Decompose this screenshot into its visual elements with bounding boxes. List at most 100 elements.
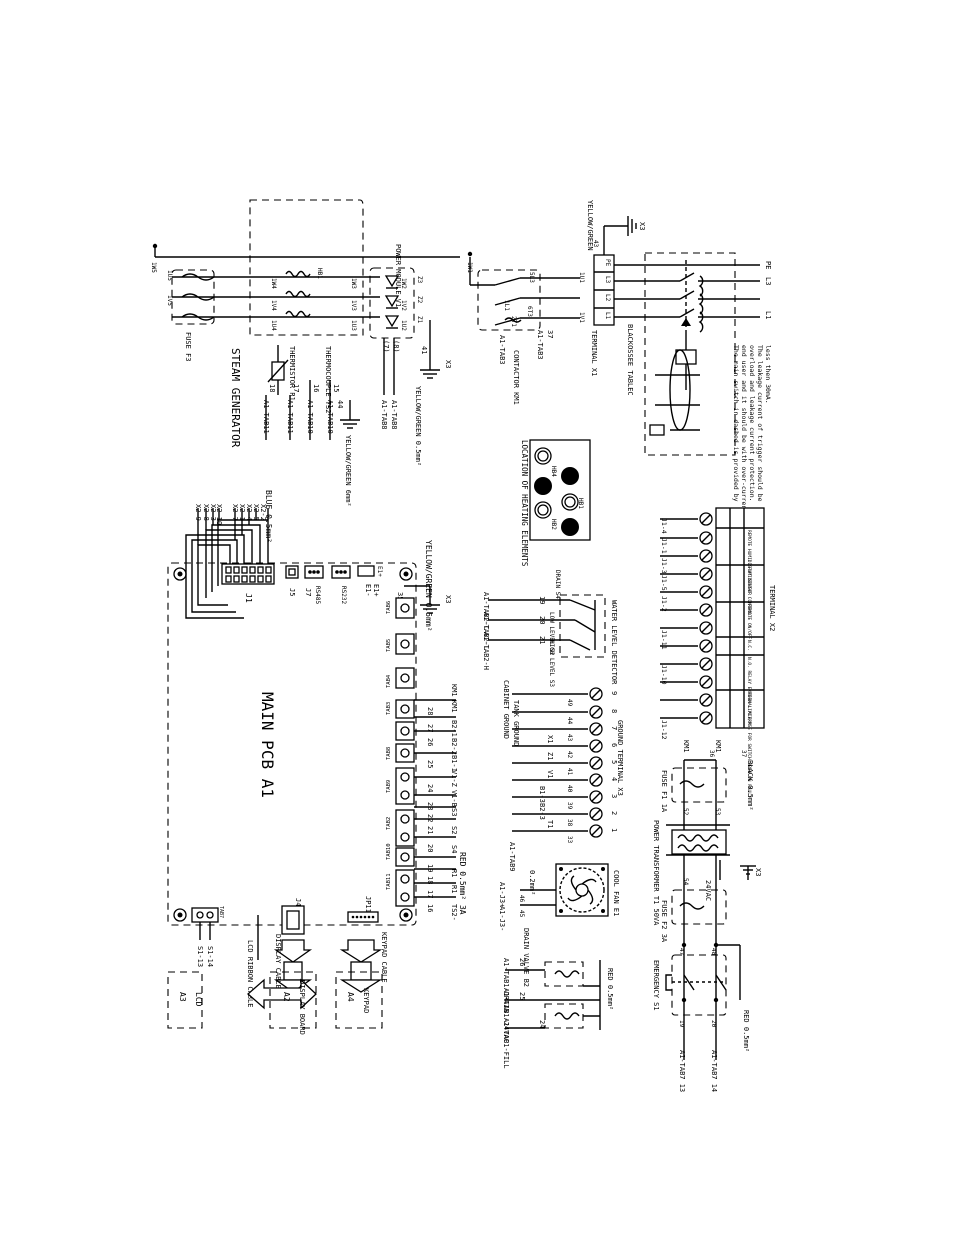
svg-text:54: 54 (682, 878, 689, 886)
svg-text:X2-10: X2-10 (215, 504, 223, 525)
svg-text:1W1: 1W1 (466, 262, 473, 273)
svg-text:A3: A3 (178, 992, 187, 1002)
svg-text:44: 44 (566, 717, 573, 725)
lcd-ribbon-arrow (247, 978, 317, 1010)
svg-text:V1-Z: V1-Z (450, 770, 458, 787)
svg-text:THERMISTOR R1: THERMISTOR R1 (288, 346, 296, 401)
svg-text:42: 42 (566, 751, 573, 759)
svg-text:The leakage current of trigger: The leakage current of trigger should be (756, 345, 764, 502)
svg-text:HB1: HB1 (577, 498, 584, 509)
svg-text:5: 5 (610, 760, 618, 764)
svg-text:TAB7: TAB7 (218, 906, 224, 918)
svg-text:B2-2: B2-2 (450, 738, 458, 755)
svg-text:L3: L3 (764, 277, 772, 285)
heater-wire-labels: 1W4 1V4 1U4 1W3 1V3 1U3 1W2 1V2 1U2 (270, 278, 407, 331)
keypad-cable-arrow (339, 939, 383, 993)
terminal-x2 (660, 507, 765, 729)
heating-element (561, 467, 579, 485)
svg-text:0.2mm²: 0.2mm² (528, 870, 536, 895)
svg-text:9: 9 (610, 691, 618, 695)
tab7-connector (191, 907, 219, 923)
svg-text:REMOTE HUMIDISTAT SENSOR: REMOTE HUMIDISTAT SENSOR (746, 530, 752, 595)
j1-signal-labels: X2-9 X2-8 X2-3 X2-10 X2-7 X2-1 X2-4 X2-5… (194, 504, 267, 525)
svg-text:S4: S4 (450, 845, 458, 853)
steam-generator-label: STEAM GENERATOR (229, 348, 242, 448)
svg-text:24VAC: 24VAC (704, 880, 712, 901)
svg-text:GROUND TERMINAL X3: GROUND TERMINAL X3 (616, 720, 624, 796)
svg-text:KEYPAD: KEYPAD (362, 988, 370, 1013)
svg-text:15: 15 (332, 384, 340, 392)
sensor-wire-labels: A1-TAB11 A1-TAB11 A1-TAB10 A1-TAB10 18 1… (262, 384, 340, 434)
svg-text:X2-4: X2-4 (245, 504, 253, 521)
pe-ground (603, 216, 637, 255)
svg-text:RED 0.5mm²: RED 0.5mm² (742, 1010, 750, 1052)
svg-text:A1-TAB1-FILL: A1-TAB1-FILL (502, 1018, 510, 1069)
svg-text:1W5: 1W5 (150, 262, 157, 273)
svg-text:LCD RIBBON CABLE: LCD RIBBON CABLE (246, 940, 254, 1007)
svg-text:B2-1: B2-1 (450, 720, 458, 737)
main-switch-box (644, 252, 736, 456)
ground-terminal-x3 (512, 687, 603, 838)
svg-text:S1-13: S1-13 (196, 946, 204, 967)
thermistor-r1 (267, 345, 289, 395)
svg-text:HB2: HB2 (550, 519, 557, 530)
svg-text:KM1: KM1 (450, 700, 458, 713)
svg-text:A2: A2 (282, 992, 291, 1002)
svg-text:18: 18 (426, 876, 434, 884)
fan-wires (520, 889, 556, 906)
terminal-x1-labels: PE L3 L2 L1 (604, 259, 611, 320)
svg-text:A1-TAB2-H: A1-TAB2-H (482, 632, 490, 670)
svg-text:1V2: 1V2 (400, 300, 407, 311)
heating-element (561, 518, 579, 536)
svg-text:X2-9: X2-9 (194, 504, 202, 521)
svg-text:TERMINAL X1: TERMINAL X1 (590, 330, 598, 376)
svg-text:X3: X3 (638, 222, 646, 230)
svg-text:TAB11: TAB11 (386, 873, 392, 890)
svg-text:TAB5: TAB5 (386, 639, 392, 652)
svg-text:1L1: 1L1 (503, 300, 510, 311)
power-module-wires (383, 320, 440, 395)
svg-text:J4: J4 (294, 898, 302, 906)
svg-text:BLACKOSSEE TABLEC: BLACKOSSEE TABLEC (626, 324, 634, 396)
svg-text:47: 47 (678, 948, 685, 956)
keypad-box (335, 971, 383, 1029)
svg-text:HIGH LEVEL S3: HIGH LEVEL S3 (548, 640, 555, 687)
svg-text:1V4: 1V4 (270, 300, 277, 311)
emergency-switch-s1 (665, 942, 727, 1016)
svg-text:39: 39 (566, 802, 573, 810)
svg-text:Z2: Z2 (416, 296, 423, 304)
svg-text:LOW LEVEL S2: LOW LEVEL S2 (548, 612, 555, 656)
blue-wire-label: BLUE 0.5mm² (264, 490, 273, 543)
svg-text:EMERGENCY S1: EMERGENCY S1 (652, 960, 660, 1011)
svg-text:24: 24 (538, 1020, 546, 1028)
svg-text:JP11: JP11 (364, 896, 372, 913)
svg-text:L1: L1 (604, 312, 611, 320)
svg-text:DISPLAY BOARD: DISPLAY BOARD (298, 980, 306, 1035)
fuse-f3 (171, 269, 215, 325)
svg-text:A1-TAB10: A1-TAB10 (306, 400, 314, 434)
svg-text:R1: R1 (450, 869, 458, 877)
svg-text:1: 1 (610, 828, 618, 832)
svg-text:19: 19 (426, 864, 434, 872)
svg-text:20: 20 (426, 844, 434, 852)
svg-text:17: 17 (292, 384, 300, 392)
svg-text:S2: S2 (450, 826, 458, 834)
svg-text:44: 44 (336, 400, 344, 408)
svg-text:TAB4: TAB4 (386, 674, 392, 688)
switch-arrow (681, 318, 691, 326)
svg-text:YELLOW/GREEN 0.5mm²: YELLOW/GREEN 0.5mm² (414, 386, 422, 466)
breaker-note: The main switch in dashed is provided by… (732, 345, 772, 513)
svg-text:4: 4 (610, 777, 618, 781)
svg-text:N.O. RELAY EXTERNAL ALARM: N.O. RELAY EXTERNAL ALARM (746, 657, 752, 725)
ground-wire-numbers: 33 38 39 40 41 42 43 44 49 (566, 699, 573, 844)
valve-wire-labels: A1-TAB1-DRAIN A1-TAB1-24VAC A1-TAB1-FILL… (502, 958, 546, 1069)
level-wire-labels: A1-TAB2-C A1-TAB2-L A1-TAB2-H 19 20 21 D… (482, 570, 561, 687)
svg-text:J5: J5 (288, 588, 296, 596)
svg-text:CONTACTOR KM1: CONTACTOR KM1 (512, 350, 520, 405)
svg-text:TAB2: TAB2 (386, 817, 392, 830)
svg-text:21: 21 (426, 826, 434, 834)
svg-text:A1-TAB3: A1-TAB3 (498, 335, 506, 365)
svg-text:YELLOW/GREEN: YELLOW/GREEN (586, 200, 594, 251)
svg-text:53: 53 (714, 808, 721, 816)
svg-text:DRAIN VALVE B2: DRAIN VALVE B2 (522, 928, 530, 987)
